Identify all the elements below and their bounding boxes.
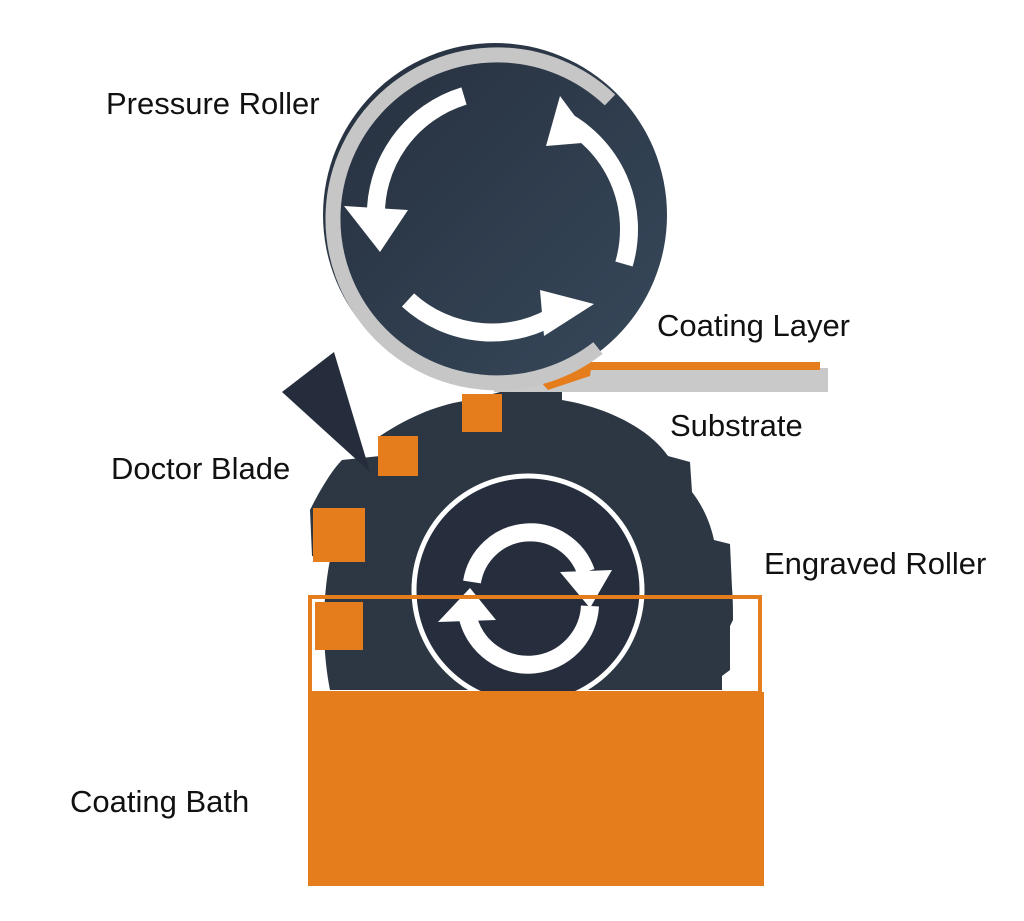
refresh-cycle-arrows-icon [438, 523, 612, 674]
pressure-roller [323, 43, 667, 391]
label-coating-layer: Coating Layer [657, 308, 851, 343]
label-engraved-roller: Engraved Roller [764, 546, 987, 581]
coating-cell [313, 508, 365, 562]
coating-cell [315, 602, 363, 650]
clockwise-rotation-arrows-icon [344, 87, 638, 342]
label-pressure-roller: Pressure Roller [106, 86, 320, 121]
label-coating-bath: Coating Bath [70, 784, 250, 819]
coating-cells [313, 394, 502, 650]
label-substrate: Substrate [670, 408, 803, 443]
coating-layer-strip [580, 362, 820, 370]
pressure-roller-ring [325, 47, 616, 391]
coating-cell [378, 436, 418, 476]
label-doctor-blade: Doctor Blade [111, 451, 291, 486]
coating-bath-liquid [308, 692, 764, 886]
doctor-blade [282, 352, 370, 472]
coating-cell [462, 394, 502, 432]
coating-bath [308, 595, 764, 886]
